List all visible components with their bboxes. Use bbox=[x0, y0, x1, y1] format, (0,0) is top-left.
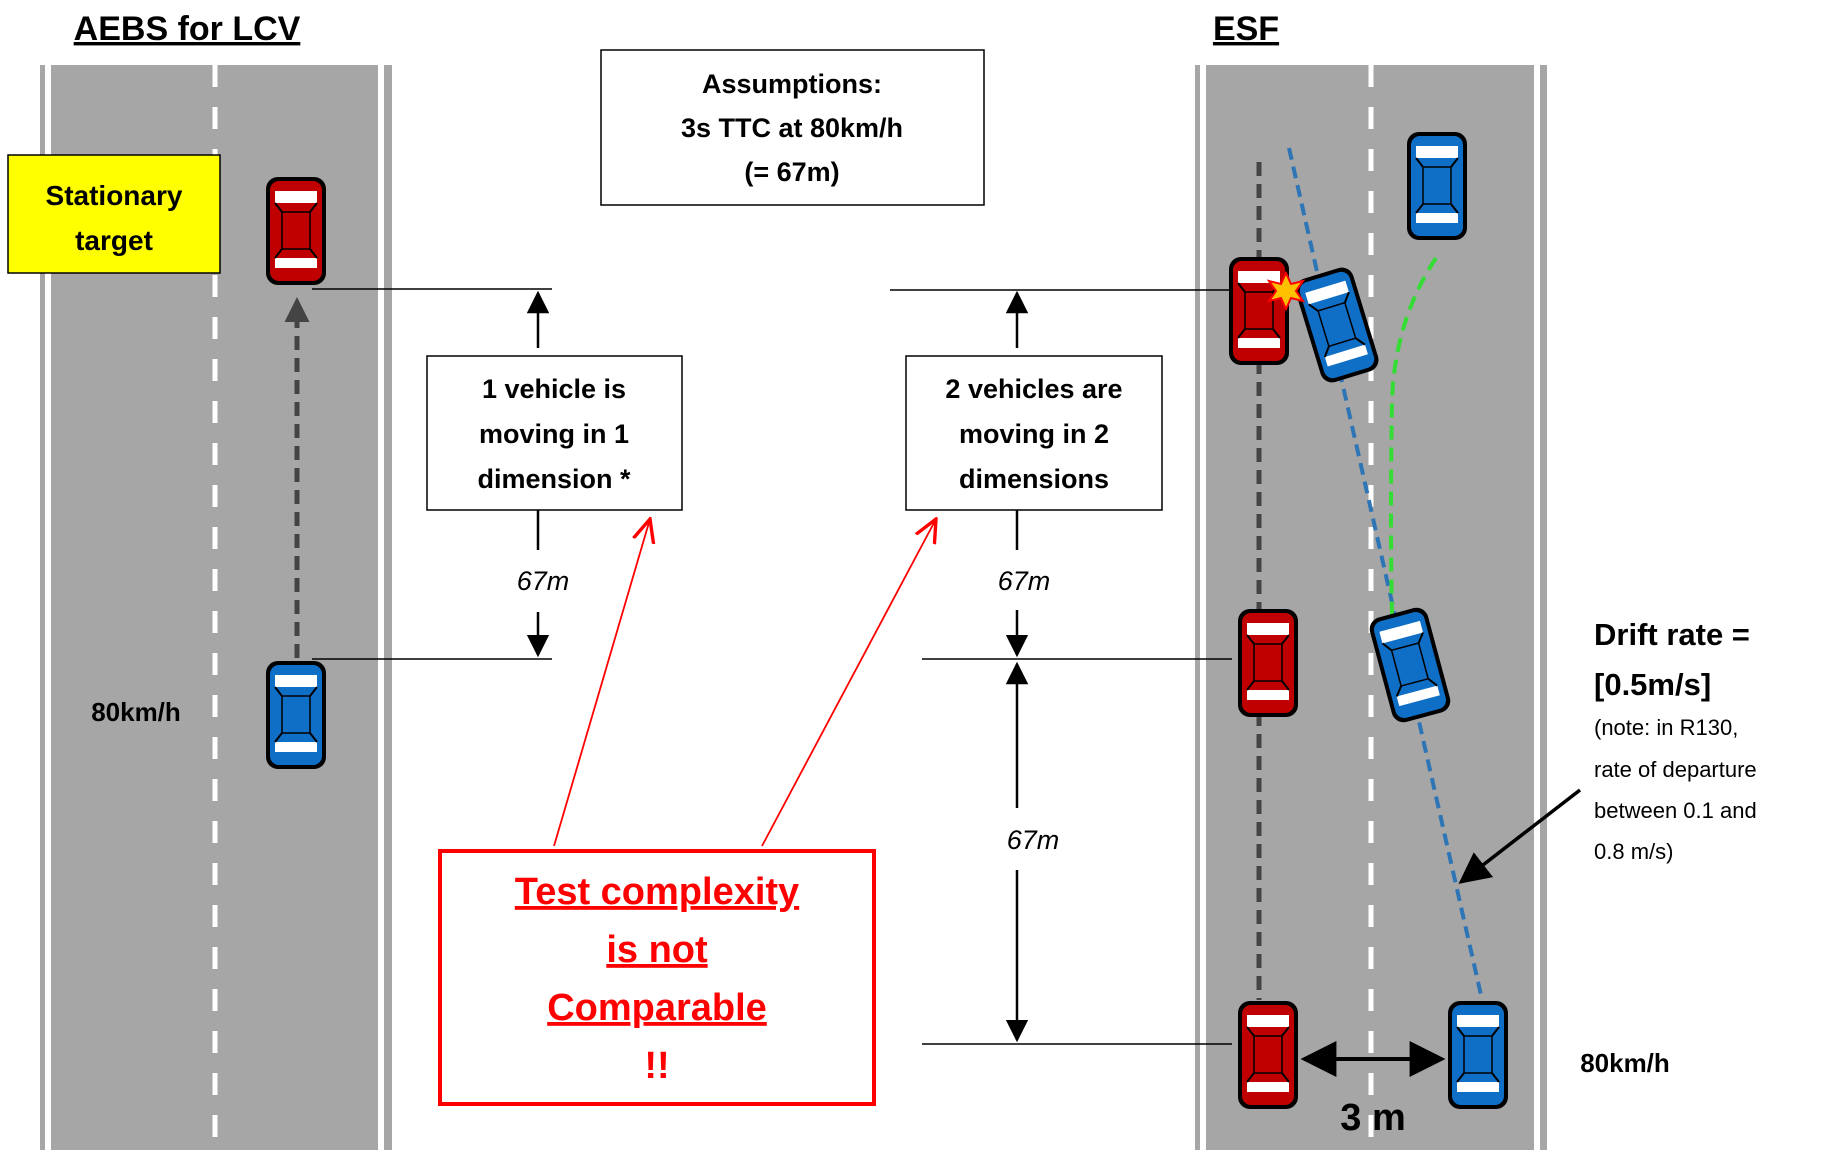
drift-rate-title-2: [0.5m/s] bbox=[1594, 667, 1711, 702]
assumptions-line-1: Assumptions: bbox=[702, 69, 882, 99]
conclusion-line-4: !! bbox=[644, 1045, 669, 1087]
drift-rate-title-1: Drift rate = bbox=[1594, 617, 1750, 652]
left-description-line-3: dimension * bbox=[477, 464, 631, 494]
conclusion-line-3: Comparable bbox=[547, 987, 767, 1029]
left-title: AEBS for LCV bbox=[74, 10, 301, 48]
lateral-gap-measure: 3 m bbox=[1300, 1041, 1446, 1139]
drift-note-4: 0.8 m/s) bbox=[1594, 839, 1673, 864]
right-distance-top-label: 67m bbox=[998, 566, 1051, 596]
drift-rate-annotation: Drift rate = [0.5m/s] (note: in R130, ra… bbox=[1458, 617, 1757, 884]
left-description-line-1: 1 vehicle is bbox=[482, 374, 626, 404]
red-car-collision-icon bbox=[1228, 256, 1290, 366]
right-road bbox=[1195, 65, 1547, 1150]
stationary-target-label: Stationary target bbox=[7, 154, 221, 274]
conclusion-line-1: Test complexity bbox=[515, 871, 799, 913]
drift-note-3: between 0.1 and bbox=[1594, 798, 1757, 823]
left-description-box: 1 vehicle is moving in 1 dimension * bbox=[426, 355, 683, 511]
conclusion-arrow-right bbox=[761, 519, 936, 847]
drift-note-2: rate of departure bbox=[1594, 757, 1757, 782]
drift-note-1: (note: in R130, bbox=[1594, 715, 1738, 740]
stationary-target-line-2: target bbox=[75, 225, 153, 256]
stationary-target-line-1: Stationary bbox=[46, 180, 183, 211]
conclusion-box: Test complexity is not Comparable !! bbox=[438, 849, 876, 1106]
right-description-line-3: dimensions bbox=[959, 464, 1109, 494]
conclusion-line-2: is not bbox=[606, 929, 708, 971]
right-title: ESF bbox=[1213, 10, 1279, 48]
red-car-mid-icon bbox=[1237, 608, 1299, 718]
right-description-line-1: 2 vehicles are bbox=[945, 374, 1122, 404]
subject-vehicle-car-icon bbox=[265, 660, 327, 770]
assumptions-line-3: (= 67m) bbox=[744, 157, 839, 187]
drift-pointer-arrow bbox=[1458, 788, 1582, 884]
right-description-box: 2 vehicles are moving in 2 dimensions bbox=[905, 355, 1163, 511]
right-distance-measure: 67m 67m bbox=[890, 289, 1232, 1045]
left-distance-label: 67m bbox=[517, 566, 570, 596]
left-description-line-2: moving in 1 bbox=[479, 419, 629, 449]
right-description-line-2: moving in 2 bbox=[959, 419, 1109, 449]
blue-car-ahead-icon bbox=[1406, 131, 1468, 241]
lateral-gap-label: 3 m bbox=[1340, 1097, 1405, 1139]
left-distance-measure: 67m bbox=[312, 288, 570, 660]
blue-car-start-icon bbox=[1447, 1000, 1509, 1110]
right-distance-bottom-label: 67m bbox=[1007, 825, 1060, 855]
green-avoidance-path bbox=[1389, 256, 1438, 616]
left-speed-label: 80km/h bbox=[91, 697, 181, 727]
assumptions-line-2: 3s TTC at 80km/h bbox=[681, 113, 903, 143]
conclusion-arrow-left bbox=[553, 519, 650, 847]
collision-icon bbox=[1266, 270, 1306, 312]
stationary-target-car-icon bbox=[265, 176, 327, 286]
assumptions-box: Assumptions: 3s TTC at 80km/h (= 67m) bbox=[600, 49, 985, 206]
right-speed-label: 80km/h bbox=[1580, 1048, 1670, 1078]
red-car-start-icon bbox=[1237, 1000, 1299, 1110]
